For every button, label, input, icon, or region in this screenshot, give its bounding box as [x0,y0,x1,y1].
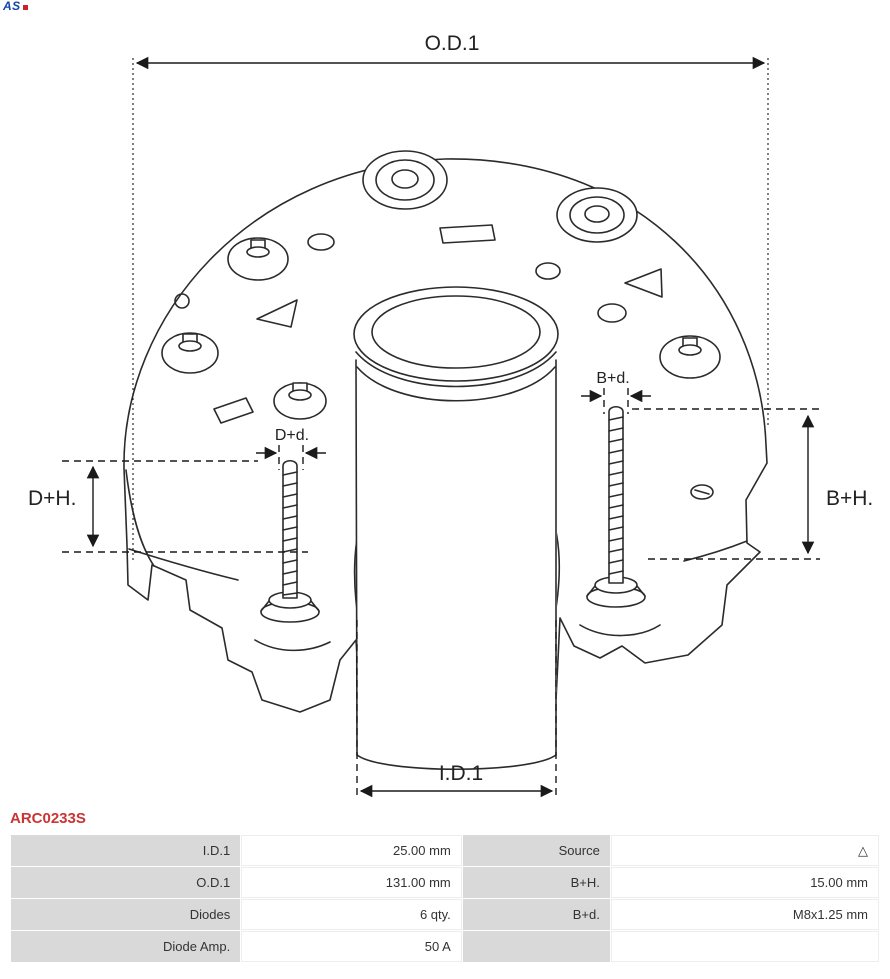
slot-top [439,224,496,244]
spec-label-cell: I.D.1 [11,835,241,866]
dimension-dplus-h: D+H. [28,460,308,553]
spec-value-cell: 50 A [241,931,462,962]
spec-value-cell: 6 qty. [241,899,462,930]
spec-label-cell: B+d. [462,899,610,930]
dplus-d-label: D+d. [275,427,309,444]
spec-label-cell: B+H. [462,867,610,898]
spec-value-cell: 25.00 mm [241,835,462,866]
dimension-bplus-h: B+H. [632,408,873,560]
dimension-id1: I.D.1 [356,620,557,800]
part-number: ARC0233S [10,810,86,827]
od1-label: O.D.1 [425,32,480,55]
bplus-h-label: B+H. [826,487,873,510]
dimension-dplus-d: D+d. [256,427,326,470]
spec-table: I.D.1 25.00 mm Source △ O.D.1 131.00 mm … [10,834,880,963]
rectifier-drawing [123,150,768,771]
as-logo: AS [3,0,28,13]
stud-left [254,459,331,652]
as-logo-dot-icon [22,5,28,10]
table-row: O.D.1 131.00 mm B+H. 15.00 mm [11,867,879,898]
stud-right [579,405,661,637]
arrow-mark-right [624,268,663,298]
spec-label-cell [462,931,610,962]
table-row: Diodes 6 qty. B+d. M8x1.25 mm [11,899,879,930]
diode-pad [161,332,219,374]
spec-value-cell: 131.00 mm [241,867,462,898]
dimension-bplus-d: B+d. [581,370,651,414]
grommet-right [556,187,638,243]
as-logo-text: AS [3,0,21,13]
technical-drawing: O.D.1 I.D.1 D+H. B+H. D+d. B+d. [28,32,873,800]
dimension-od1: O.D.1 [132,32,769,562]
table-row: Diode Amp. 50 A [11,931,879,962]
slot-lower-left [213,397,254,424]
spec-value-cell [610,931,879,962]
spec-label-cell: Source [462,835,610,866]
table-row: I.D.1 25.00 mm Source △ [11,835,879,866]
spec-value-cell: 15.00 mm [610,867,879,898]
spec-value-cell: △ [610,835,879,866]
arrow-mark-left [256,299,298,328]
diode-pad [227,237,289,281]
bplus-d-label: B+d. [596,370,629,387]
diode-pad [659,335,721,379]
spec-value-cell: M8x1.25 mm [610,899,879,930]
spec-label-cell: O.D.1 [11,867,241,898]
id1-label: I.D.1 [439,762,483,785]
spec-label-cell: Diode Amp. [11,931,241,962]
dplus-h-label: D+H. [28,487,76,510]
spec-label-cell: Diodes [11,899,241,930]
